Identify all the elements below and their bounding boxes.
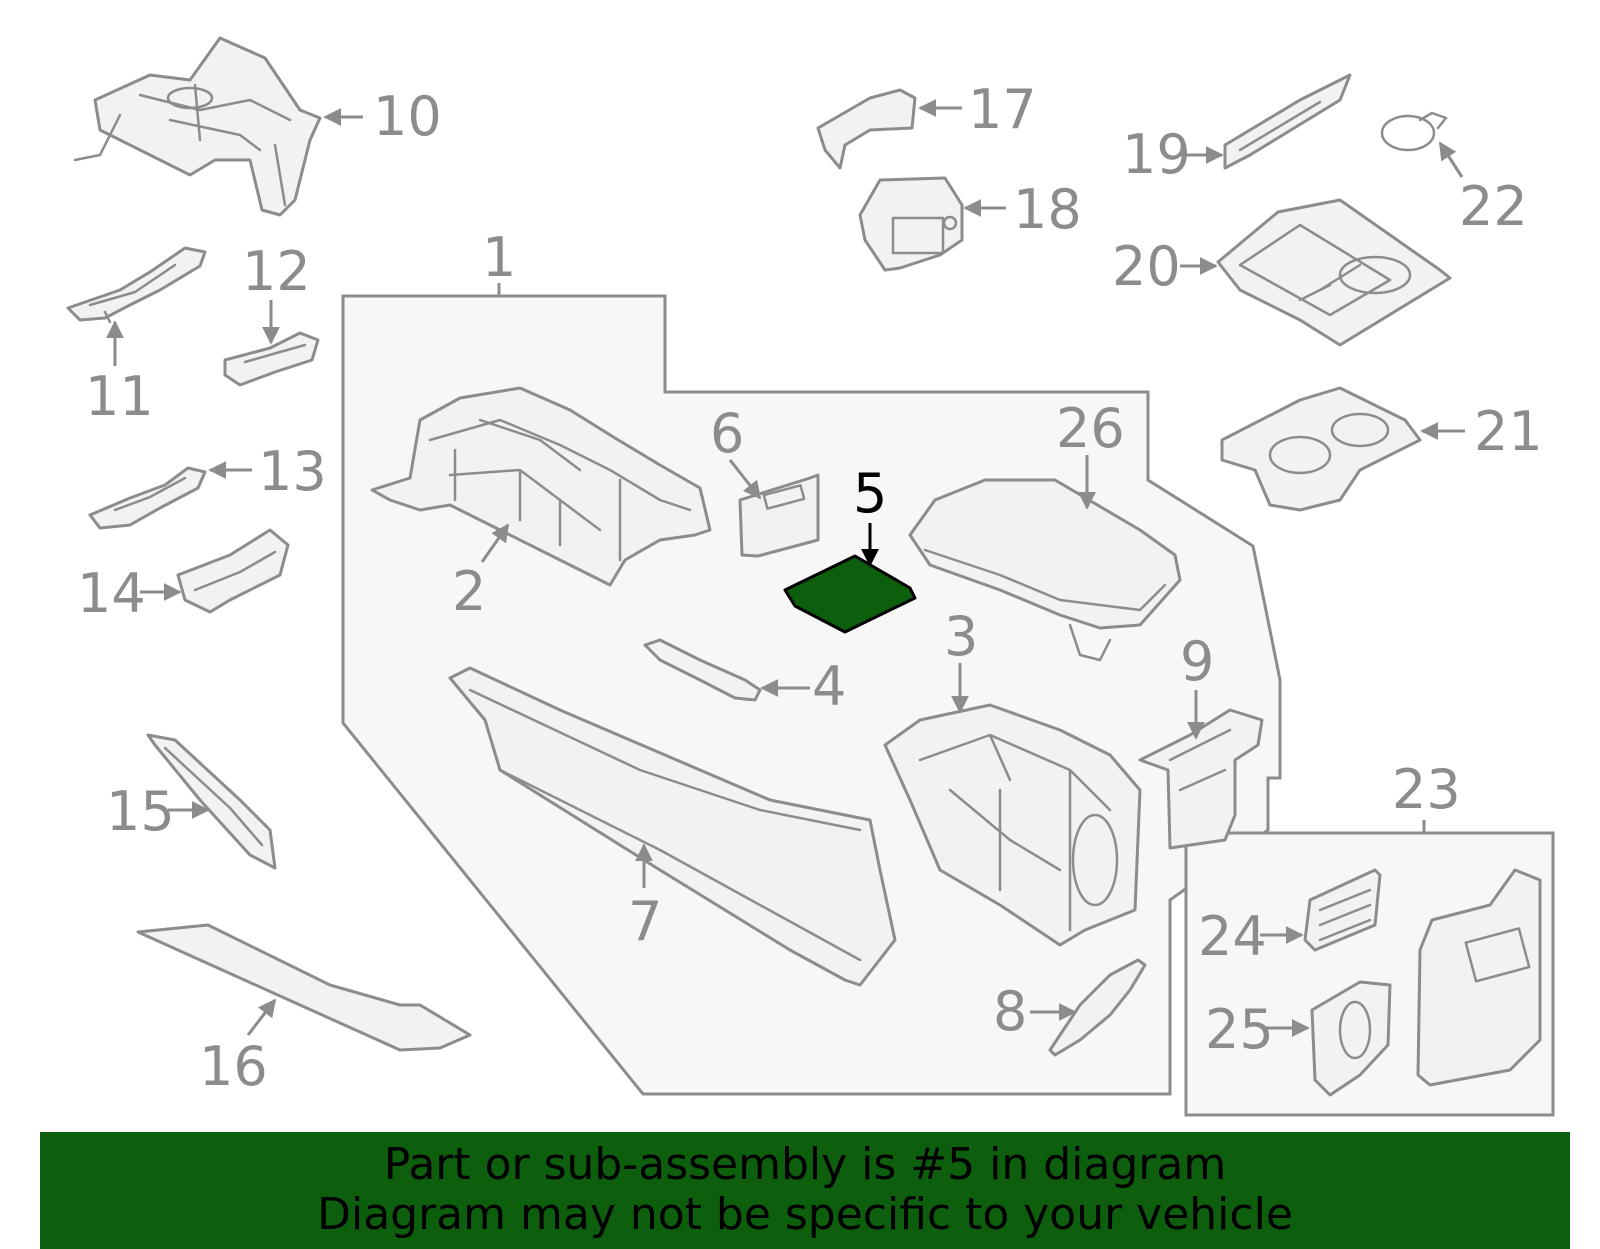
callout-24: 24 (1198, 905, 1267, 968)
callout-23: 23 (1392, 758, 1461, 821)
callout-21: 21 (1474, 400, 1543, 463)
part-15-trim-panel (146, 733, 277, 870)
part-17-trim-cap (816, 88, 917, 170)
callout-4: 4 (812, 655, 846, 718)
callout-22: 22 (1459, 175, 1528, 238)
part-4-bracket (643, 638, 762, 702)
callout-19: 19 (1122, 123, 1191, 186)
callout-7: 7 (628, 890, 662, 953)
part-8-bracket (1048, 958, 1147, 1057)
callout-3: 3 (944, 605, 978, 668)
part-24-vent (1303, 868, 1382, 952)
info-banner: Part or sub-assembly is #5 in diagram Di… (40, 1132, 1570, 1249)
callout-6: 6 (710, 402, 744, 465)
callout-16: 16 (199, 1035, 268, 1098)
callout-1: 1 (482, 226, 516, 289)
callout-13: 13 (258, 440, 327, 503)
part-25-outlet (1310, 980, 1392, 1097)
part-23-rear-panel (1416, 868, 1542, 1087)
callout-10: 10 (373, 85, 442, 148)
callout-17: 17 (968, 78, 1037, 141)
part-9-bracket (1138, 708, 1264, 850)
part-21-cupholder (1220, 386, 1422, 512)
banner-line-1: Part or sub-assembly is #5 in diagram (383, 1139, 1227, 1190)
callout-25: 25 (1205, 998, 1274, 1061)
part-5-highlighted-mat (783, 554, 917, 634)
part-20-tray (1216, 198, 1452, 347)
part-3-console-box (883, 703, 1142, 947)
part-7-side-panel (448, 666, 897, 987)
callout-8: 8 (993, 980, 1027, 1043)
callout-12: 12 (242, 240, 311, 303)
callout-14: 14 (77, 562, 146, 625)
part-13-bracket (88, 466, 207, 530)
part-14-bracket (176, 528, 290, 614)
callout-5: 5 (853, 462, 887, 525)
callout-11: 11 (85, 365, 154, 428)
part-22-mat (1380, 111, 1448, 152)
callout-20: 20 (1112, 235, 1181, 298)
part-2-frame (370, 386, 712, 587)
part-19-trim-strip (1223, 73, 1352, 170)
callout-26: 26 (1056, 397, 1125, 460)
part-12-bracket (223, 331, 320, 387)
part-10-bracket (73, 36, 322, 217)
part-18-switch-module (858, 176, 964, 272)
callout-15: 15 (106, 780, 175, 843)
callout-2: 2 (452, 560, 486, 623)
callout-9: 9 (1180, 630, 1214, 693)
part-16-trim-strip (136, 923, 472, 1052)
part-26-armrest-lid (908, 478, 1182, 662)
callout-18: 18 (1013, 178, 1082, 241)
banner-line-2: Diagram may not be specific to your vehi… (317, 1189, 1293, 1240)
part-11-bracket (66, 246, 207, 324)
